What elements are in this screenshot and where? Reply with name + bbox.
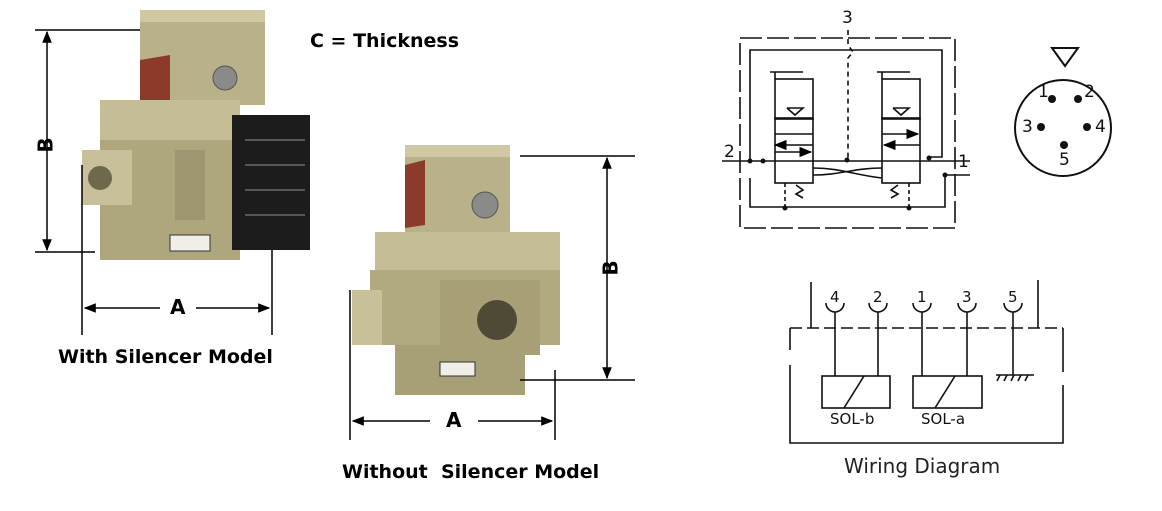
pneumatic-circuit-symbol [722,30,970,229]
dimension-lines-without-silencer [349,155,635,440]
with-silencer-caption: With Silencer Model [58,346,273,368]
wiring-pin-1: 1 [917,288,927,306]
wiring-pin-4: 4 [830,288,840,306]
without-silencer-caption: Without Silencer Model [342,461,600,483]
connector-pinout [1014,47,1112,177]
wiring-diagram-title: Wiring Diagram [844,454,1001,478]
dimension-b-label: B [33,137,58,153]
port-label-1: 1 [958,152,969,172]
pin-label-5: 5 [1059,150,1070,170]
wiring-diagram-lines [789,280,1064,444]
valve-without-silencer-photo [352,145,560,395]
junction-dots [747,155,948,211]
dimension-a-label: A [446,408,462,432]
pin-label-1: 1 [1038,82,1049,102]
valve-with-silencer-photo [82,10,310,260]
port-label-3: 3 [842,8,853,28]
wiring-pin-2: 2 [873,288,883,306]
dimension-lines-with-silencer [35,29,273,335]
pin-label-4: 4 [1095,117,1106,137]
dimension-b-label: B [598,260,623,276]
thickness-note: C = Thickness [310,30,460,52]
wiring-pin-5: 5 [1008,288,1018,306]
solenoid-a-label: SOL-a [921,410,966,428]
port-label-2: 2 [724,142,735,162]
solenoid-b-label: SOL-b [830,410,875,428]
dimension-a-label: A [170,295,186,319]
pin-label-3: 3 [1022,117,1033,137]
pin-label-2: 2 [1084,82,1095,102]
wiring-pin-3: 3 [962,288,972,306]
